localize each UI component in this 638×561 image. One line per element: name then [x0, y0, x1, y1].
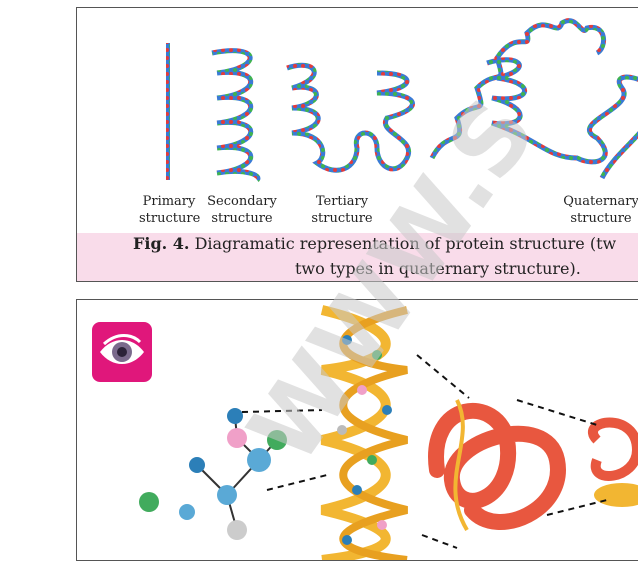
quaternary-chain-b: [486, 57, 638, 180]
quaternary-structure-label: Quaternary structure: [558, 193, 638, 227]
quaternary-label-line2: structure: [570, 211, 632, 226]
protein-helix: [453, 399, 469, 532]
section-badge: [92, 322, 152, 382]
quaternary-chain-a: [429, 18, 607, 160]
figure-caption-line2: two types in quaternary structure).: [295, 259, 581, 278]
protein-ribbon-2: [588, 417, 638, 481]
secondary-helix: [211, 48, 261, 182]
tertiary-structure-label: Tertiary structure: [307, 193, 377, 227]
caption-band: [77, 233, 638, 281]
molecule-atoms: [139, 408, 287, 540]
protein-yellow-blob: [594, 483, 638, 507]
quaternary-label-line1: Quaternary: [563, 194, 638, 209]
tertiary-fold: [286, 62, 415, 173]
primary-structure-label: Primary structure: [139, 193, 201, 227]
primary-label-line1: Primary: [142, 194, 196, 209]
dna-atoms: [337, 335, 392, 545]
dna-protein-illustration: [139, 305, 638, 560]
secondary-structure-label: Secondary structure: [204, 193, 280, 227]
tertiary-label-line2: structure: [311, 211, 373, 226]
secondary-label-line1: Secondary: [207, 194, 277, 209]
primary-label-line2: structure: [139, 211, 201, 226]
secondary-label-line2: structure: [211, 211, 273, 226]
dna-backbone-2: [339, 306, 408, 560]
dna-protein-figure: [76, 299, 638, 561]
figure-number: Fig. 4.: [133, 234, 190, 253]
eye-icon: [100, 334, 144, 364]
figure-caption-line1: Fig. 4. Diagramatic representation of pr…: [133, 234, 616, 253]
protein-structure-figure: Primary structure Secondary structure Te…: [76, 7, 638, 282]
connector-lines: [241, 354, 608, 549]
protein-ribbon: [428, 402, 566, 530]
protein-structure-illustration: [166, 18, 638, 182]
figure-caption-text: Diagramatic representation of protein st…: [194, 234, 617, 253]
tertiary-label-line1: Tertiary: [315, 194, 369, 209]
